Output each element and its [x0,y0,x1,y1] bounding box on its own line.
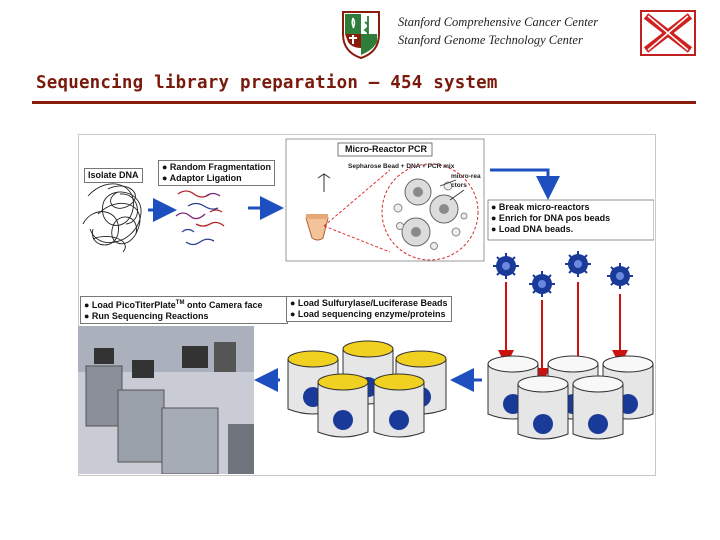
slide-title: Sequencing library preparation – 454 sys… [36,73,498,93]
micro-reactor-beads [393,178,468,250]
wells-dna-beads [487,355,654,440]
tangled-dna [82,183,142,253]
pcr-title: Micro-Reactor PCR [344,144,427,154]
load-enzymes-label: ● Load Sulfurylase/Luciferase Beads ● Lo… [286,296,452,322]
load-plate-item-tail: onto Camera face [184,300,263,310]
stanford-shield-icon [338,8,384,60]
wells-enzyme-beads [287,340,447,438]
stanford-logo [338,8,384,60]
dna-fragments [175,190,225,246]
corner-logo [640,10,696,56]
isolate-dna-label: Isolate DNA [84,168,143,183]
break-reactors-label: ● Break micro-reactors ● Enrich for DNA … [491,202,610,235]
trademark-mark: TM [175,300,185,306]
pcr-subtitle: Sepharose Bead + DNA + PCR mix [348,163,455,170]
isolate-dna-text: Isolate DNA [88,170,139,180]
dna-beads-loose [493,251,633,297]
title-rule [32,101,696,104]
enrich-item: ● Enrich for DNA pos beads [491,213,611,223]
load-dna-beads-item: ● Load DNA beads. [491,224,574,234]
fragmentation-item: ● Random Fragmentation [162,162,271,172]
close-x-logo-icon [640,10,696,56]
break-item: ● Break micro-reactors [491,202,590,212]
sequencer-photo [78,326,254,475]
load-enzyme-item: ● Load sequencing enzyme/proteins [290,309,446,319]
load-plate-label: ● Load PicoTiterPlateTM onto Camera face… [80,296,288,324]
workflow-graphics [78,138,655,475]
header-line-1: Stanford Comprehensive Cancer Center [398,15,599,29]
micro-reactors-label: micro-reactors [451,173,481,189]
load-plate-item: ● Load PicoTiterPlate [84,300,176,310]
workflow-diagram [78,134,655,475]
run-sequencing-item: ● Run Sequencing Reactions [84,311,209,321]
adaptor-ligation-item: ● Adaptor Ligation [162,173,242,183]
header-line-2: Stanford Genome Technology Center [398,33,583,47]
load-sulfurylase-item: ● Load Sulfurylase/Luciferase Beads [290,298,448,308]
fragmentation-label: ● Random Fragmentation ● Adaptor Ligatio… [158,160,275,186]
